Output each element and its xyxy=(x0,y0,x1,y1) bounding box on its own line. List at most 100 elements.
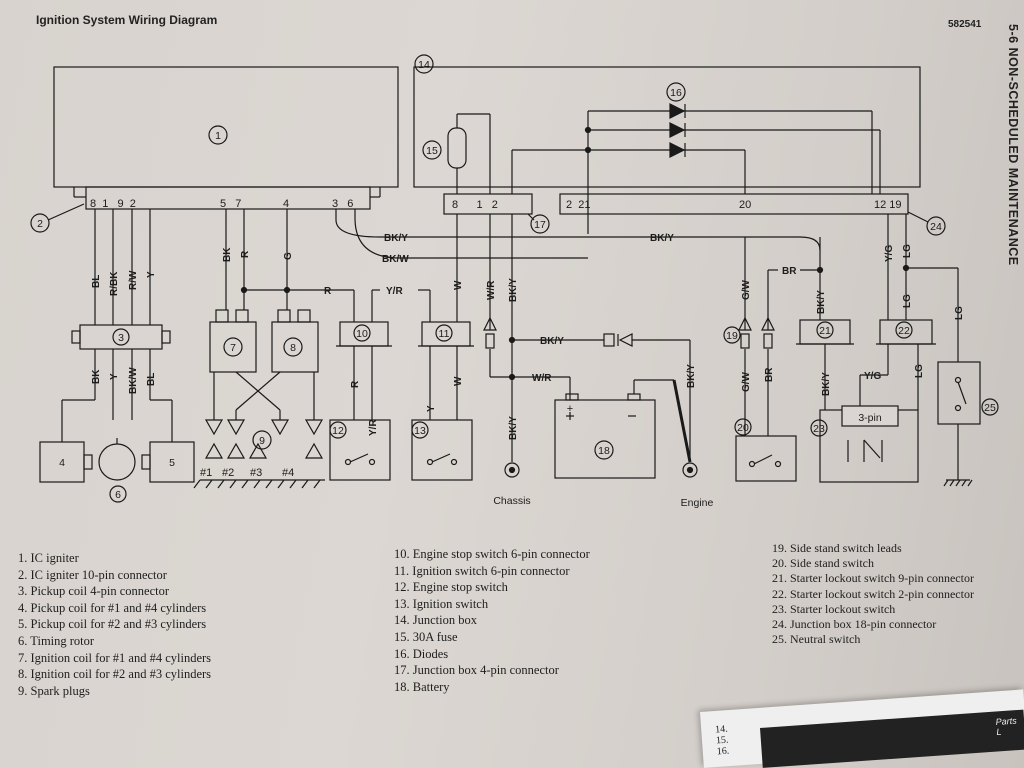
jb-pins-right: 12 19 xyxy=(874,199,902,211)
ignition-coil-2-3 xyxy=(271,321,319,373)
legend-item: 13. Ignition switch xyxy=(394,596,489,611)
wire-rw: R/W xyxy=(128,270,139,290)
legend-item: 17. Junction box 4-pin connector xyxy=(394,663,559,678)
igniter-pins-left: 8 1 9 2 xyxy=(90,198,136,210)
wire-br-h: BR xyxy=(782,266,797,277)
callout-10: 10 xyxy=(356,328,368,340)
igniter-pins-right: 3 6 xyxy=(332,198,353,210)
junction-4pin-connector xyxy=(443,193,533,215)
wire-y-13: Y xyxy=(426,405,437,412)
legend-item: 20. Side stand switch xyxy=(772,556,874,571)
wire-wr: W/R xyxy=(486,280,497,300)
callout-8: 8 xyxy=(290,342,296,354)
wire-r-7: R xyxy=(240,250,251,258)
wire-yr-12: Y/R xyxy=(368,419,379,436)
legend-item: 24. Junction box 18-pin connector xyxy=(772,617,937,632)
callout-13: 13 xyxy=(414,425,426,437)
legend-item: 23. Starter lockout switch xyxy=(772,601,896,616)
ignition-coil-1-4 xyxy=(209,321,257,373)
callout-15: 15 xyxy=(426,145,438,157)
igniter-pin-4: 4 xyxy=(283,198,289,210)
junction-18pin-connector xyxy=(559,193,909,215)
fuse-30a xyxy=(447,127,467,169)
igniter-connector xyxy=(85,186,371,210)
callout-25: 25 xyxy=(984,402,996,414)
wire-bky-h: BK/Y xyxy=(384,233,408,244)
callout-24: 24 xyxy=(930,221,942,233)
legend-item: 14. Junction box xyxy=(394,613,477,628)
ignition-switch xyxy=(411,419,473,481)
wire-bk-lower: BK xyxy=(91,369,102,384)
timing-rotor xyxy=(98,443,136,481)
three-pin-label: 3-pin xyxy=(858,412,882,424)
legend-item: 9. Spark plugs xyxy=(18,683,90,698)
wire-lg-25: LG xyxy=(954,306,965,320)
legend-item: 22. Starter lockout switch 2-pin connect… xyxy=(772,586,974,601)
plug-4: #4 xyxy=(282,467,294,479)
wire-bk-7: BK xyxy=(222,247,233,262)
callout-18: 18 xyxy=(598,445,610,457)
wire-rbk: R/BK xyxy=(109,271,120,296)
legend-item: 8. Ignition coil for #2 and #3 cylinders xyxy=(18,667,212,682)
wire-lg-lower: LG xyxy=(914,364,925,378)
wire-wr-h: W/R xyxy=(532,373,552,384)
callout-23: 23 xyxy=(813,423,825,435)
engine-ground xyxy=(682,462,698,478)
wire-bl-lower: BL xyxy=(146,373,157,386)
plug-3: #3 xyxy=(250,467,262,479)
chassis-label: Chassis xyxy=(493,495,530,507)
jb-pins-left: 8 1 2 xyxy=(452,199,498,211)
legend-column-3: 19. Side stand switch leads 20. Side sta… xyxy=(772,541,974,647)
battery-plus: + xyxy=(567,403,573,415)
callout-7: 7 xyxy=(230,342,236,354)
legend-item: 15. 30A fuse xyxy=(394,629,458,644)
legend-item: 5. Pickup coil for #2 and #3 cylinders xyxy=(18,617,207,632)
legend-item: 6. Timing rotor xyxy=(18,633,95,648)
callout-11: 11 xyxy=(439,328,450,340)
wire-bl: BL xyxy=(91,275,102,288)
legend-item: 11. Ignition switch 6-pin connector xyxy=(394,563,570,578)
ic-igniter-box xyxy=(53,66,399,188)
callout-21: 21 xyxy=(819,325,831,337)
wire-y: Y xyxy=(146,271,157,278)
wire-bky-chassis: BK/Y xyxy=(508,416,519,440)
callout-9: 9 xyxy=(259,435,265,447)
wiring-diagram: 1 14 15 16 2 17 24 3 4 5 6 7 8 9 10 11 1… xyxy=(30,54,999,509)
engine-label: Engine xyxy=(681,497,714,509)
legend-item: 7. Ignition coil for #1 and #4 cylinders xyxy=(18,650,212,665)
battery xyxy=(554,399,656,479)
wire-w-11: W xyxy=(453,280,464,290)
legend-item: 19. Side stand switch leads xyxy=(772,541,902,555)
callout-3: 3 xyxy=(118,332,124,344)
wire-y-lower: Y xyxy=(109,373,120,380)
engine-stop-switch xyxy=(329,419,391,481)
wire-lg-v: LG xyxy=(902,244,913,258)
callout-12: 12 xyxy=(332,425,344,437)
callout-5: 5 xyxy=(169,457,175,469)
legend-item: 21. Starter lockout switch 9-pin connect… xyxy=(772,571,974,586)
legend-item: 12. Engine stop switch xyxy=(394,580,508,595)
side-stand-switch xyxy=(735,435,797,482)
wire-bky-h2: BK/Y xyxy=(650,233,674,244)
wire-yg-h: Y/G xyxy=(864,371,881,382)
callout-1: 1 xyxy=(215,130,221,142)
legend-item: 16. Diodes xyxy=(394,646,449,661)
callout-6: 6 xyxy=(115,489,121,501)
plug-2: #2 xyxy=(222,467,234,479)
legend-item: 18. Battery xyxy=(394,679,450,694)
wire-gw: G/W xyxy=(741,279,752,300)
junction-box xyxy=(413,66,921,188)
wire-lg-22: LG xyxy=(902,294,913,308)
legend-item: 1. IC igniter xyxy=(18,551,79,565)
callout-2: 2 xyxy=(37,218,43,230)
legend-column-1: 1. IC igniter 2. IC igniter 10-pin conne… xyxy=(18,550,211,699)
wire-gw-lower: G/W xyxy=(741,371,752,392)
wire-bkw-h: BK/W xyxy=(382,254,409,265)
wire-yg-v: Y/G xyxy=(884,245,895,262)
legend-item: 4. Pickup coil for #1 and #4 cylinders xyxy=(18,600,207,615)
wire-bkw-lower: BK/W xyxy=(128,367,139,394)
jb-pin-20: 20 xyxy=(739,199,751,211)
callout-16: 16 xyxy=(670,87,682,99)
wire-bky-23: BK/Y xyxy=(821,372,832,396)
